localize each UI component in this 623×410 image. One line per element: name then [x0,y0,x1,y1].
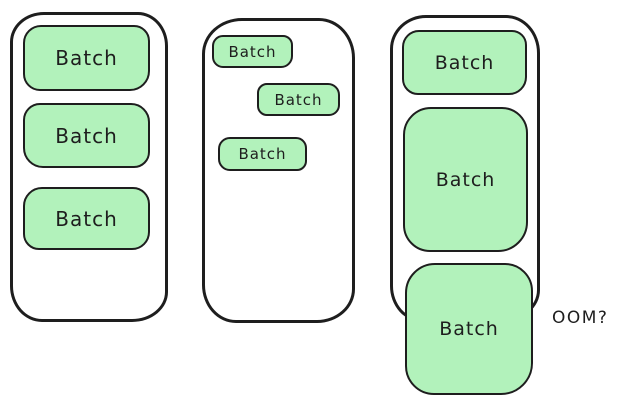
batch-label: Batch [274,90,323,109]
batch-label: Batch [238,145,287,163]
batch-label: Batch [435,168,496,191]
batch-box: Batch [218,137,307,171]
batch-label: Batch [434,51,495,74]
batch-box: Batch [23,187,150,250]
batch-box: Batch [257,83,340,116]
batch-box: Batch [23,103,150,168]
batch-box: Batch [212,35,293,68]
batch-box: Batch [402,30,527,95]
oom-annotation: OOM? [552,308,609,328]
batch-label: Batch [55,46,118,70]
batch-label: Batch [439,318,499,340]
batch-box: Batch [403,107,528,252]
batch-label: Batch [55,206,118,231]
batch-box-overflowing: Batch [405,263,533,395]
batch-box: Batch [23,25,150,91]
batch-label: Batch [55,123,118,148]
memory-container-2: Batch Batch Batch [202,18,355,323]
memory-container-1: Batch Batch Batch [10,12,168,322]
batch-label: Batch [228,42,277,61]
